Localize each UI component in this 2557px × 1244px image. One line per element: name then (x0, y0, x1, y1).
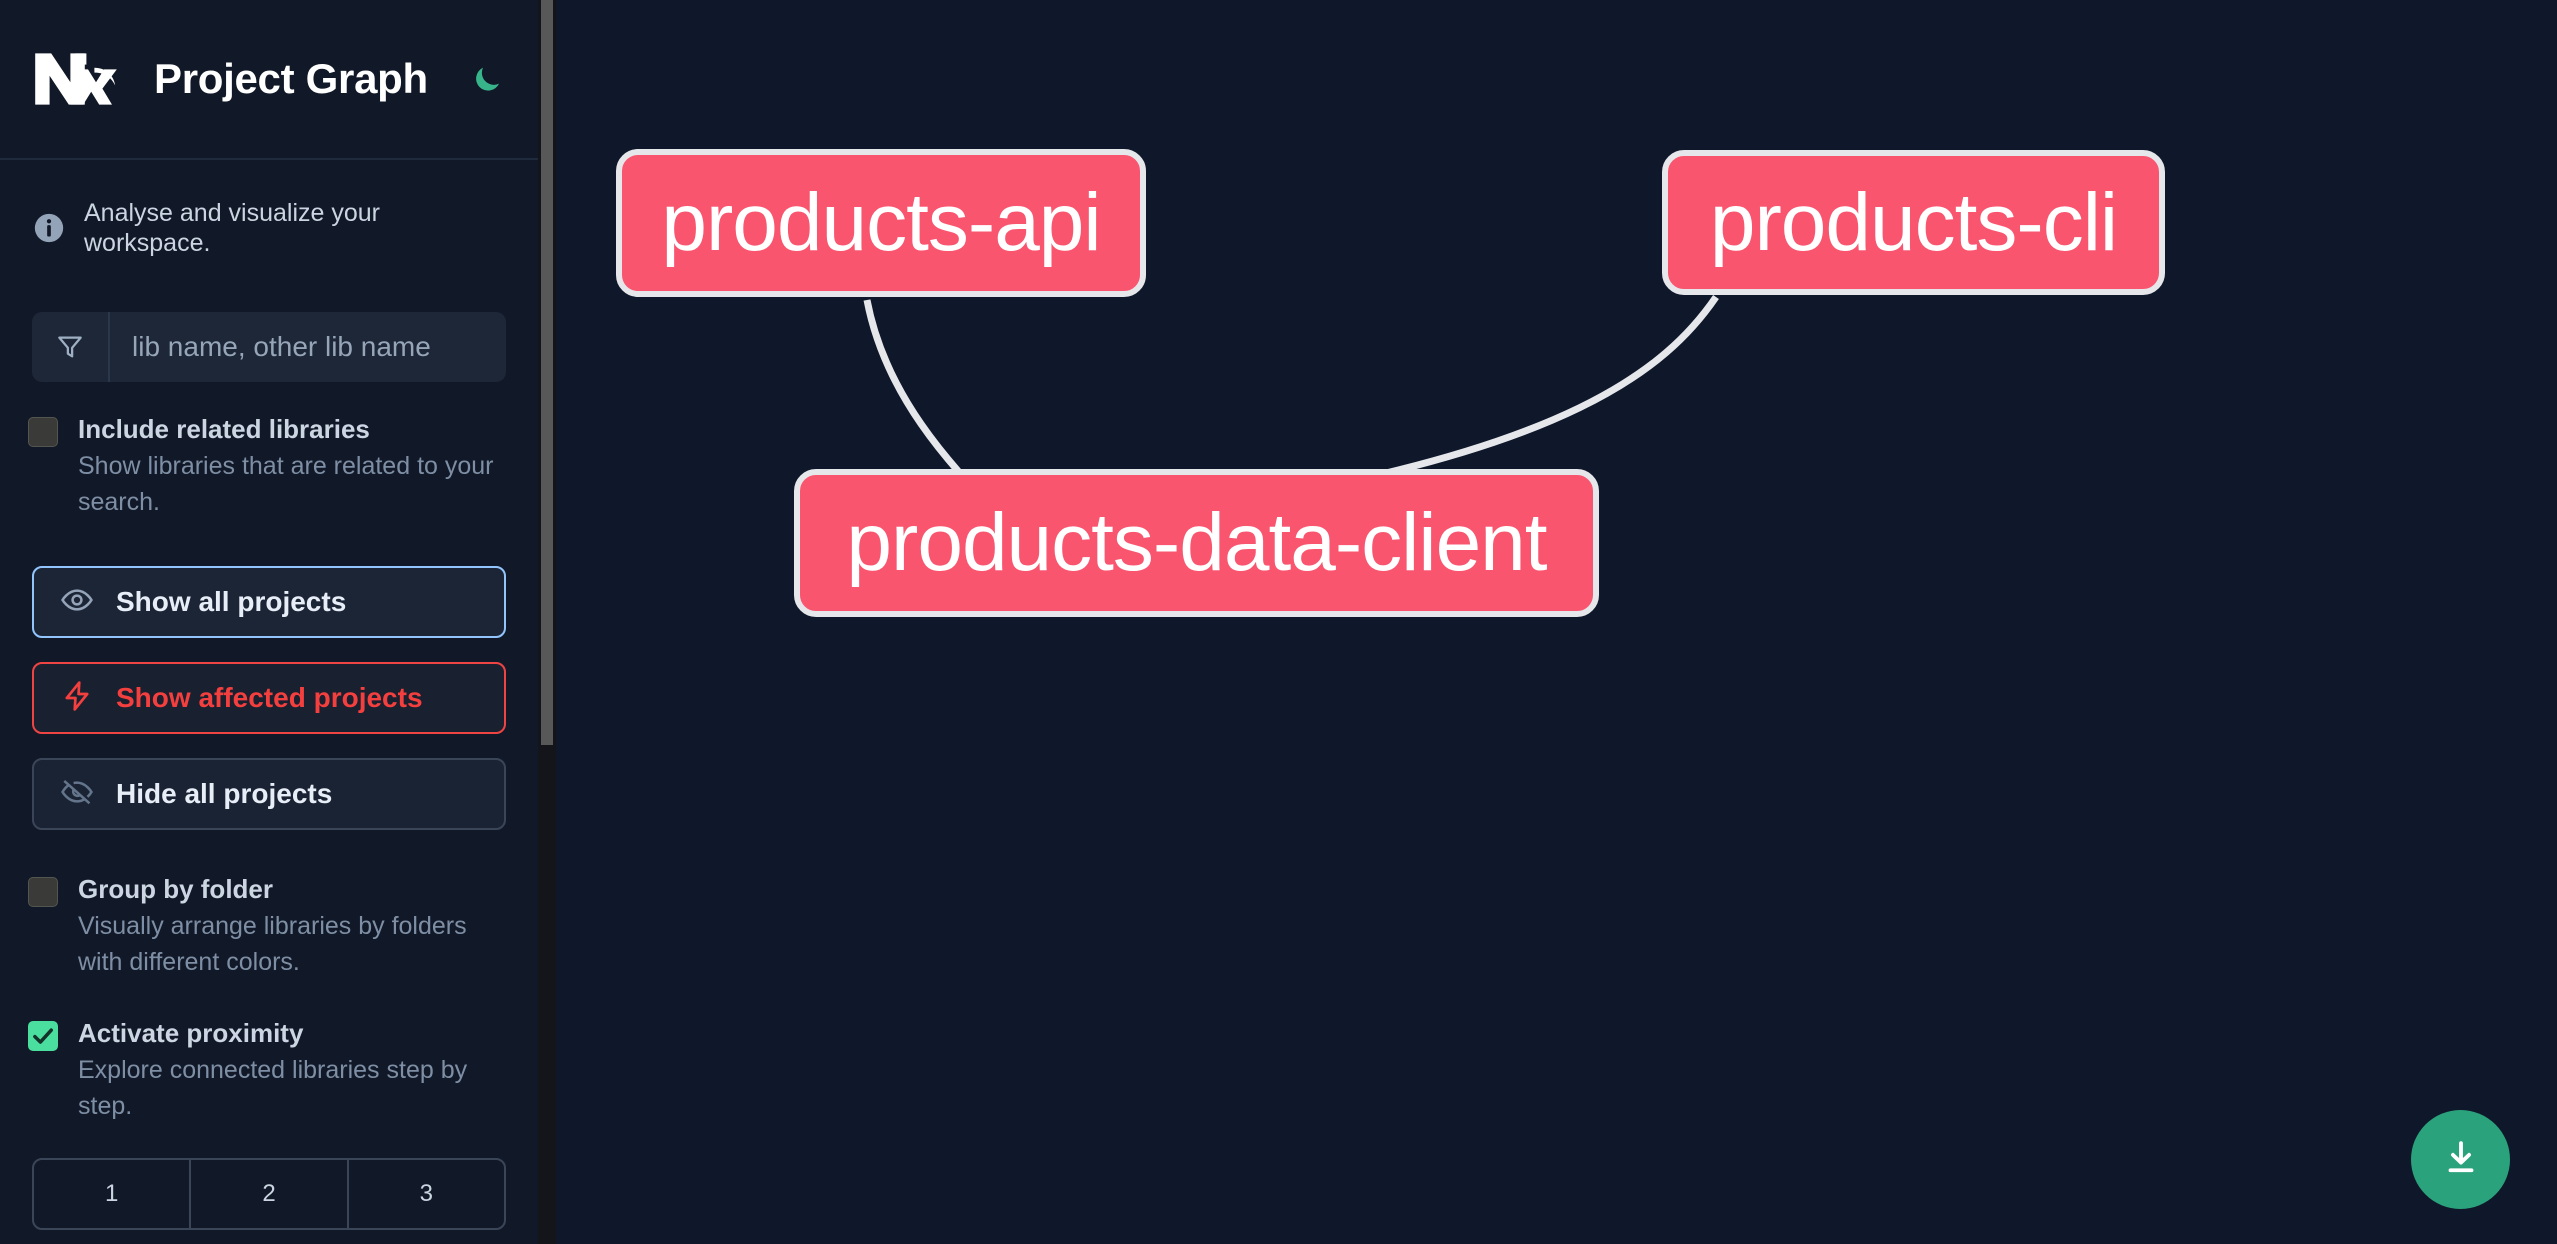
hide-all-projects-button[interactable]: Hide all projects (32, 758, 506, 831)
sidebar-body: Analyse and visualize your workspace. (0, 160, 538, 1244)
page-title: Project Graph (154, 55, 428, 102)
search-section (0, 258, 538, 382)
sidebar-header: Project Graph (0, 0, 538, 160)
filter-funnel-icon (32, 312, 110, 382)
show-affected-projects-label: Show affected projects (116, 682, 423, 714)
moon-icon[interactable] (468, 57, 506, 101)
search-input[interactable] (110, 312, 506, 382)
option-texts: Group by folder Visually arrange librari… (78, 872, 506, 980)
node-label: products-api (661, 177, 1101, 268)
include-related-libraries-checkbox[interactable] (28, 417, 58, 447)
proximity-step-2[interactable]: 2 (191, 1160, 349, 1229)
option-include-related-libraries[interactable]: Include related libraries Show libraries… (0, 382, 538, 520)
visibility-button-group: Show all projects Show affected projects (0, 520, 538, 831)
tagline-text: Analyse and visualize your workspace. (84, 199, 380, 257)
proximity-step-3[interactable]: 3 (419, 1180, 433, 1208)
option-description: Explore connected libraries step by step… (78, 1056, 468, 1120)
download-icon (2440, 1137, 2482, 1182)
group-by-folder-checkbox[interactable] (28, 877, 58, 908)
sidebar-scroll-region: Project Graph Analy (0, 0, 538, 1244)
show-affected-projects-button[interactable]: Show affected projects (32, 662, 506, 735)
download-graph-button[interactable] (2411, 1110, 2510, 1209)
proximity-step-group: 1 2 3 (0, 1124, 538, 1231)
show-all-projects-button[interactable]: Show all projects (32, 566, 506, 639)
option-texts: Include related libraries Show libraries… (78, 412, 506, 520)
eye-icon (60, 583, 94, 622)
proximity-step-1[interactable]: 1 (34, 1160, 192, 1229)
sidebar: Project Graph Analy (0, 0, 556, 1244)
tagline: Analyse and visualize your workspace. (0, 160, 538, 258)
search-box[interactable] (32, 312, 506, 382)
option-label: Activate proximity (78, 1018, 304, 1049)
node-label: products-cli (1709, 176, 2118, 268)
nx-logo-icon (32, 46, 128, 112)
eye-off-icon (60, 775, 94, 814)
lightning-icon (60, 679, 94, 718)
graph-node-products-data-client[interactable]: products-data-client (794, 469, 1599, 617)
sidebar-scrollbar-thumb[interactable] (541, 0, 553, 745)
hide-all-projects-label: Hide all projects (116, 778, 333, 810)
option-activate-proximity[interactable]: Activate proximity Explore connected lib… (0, 980, 538, 1124)
sidebar-scrollbar[interactable] (538, 0, 556, 1244)
activate-proximity-checkbox[interactable] (28, 1021, 58, 1052)
option-description: Visually arrange libraries by folders wi… (78, 912, 467, 976)
graph-node-products-cli[interactable]: products-cli (1662, 150, 2165, 295)
option-group-by-folder[interactable]: Group by folder Visually arrange librari… (0, 830, 538, 980)
node-label: products-data-client (846, 497, 1547, 588)
option-label: Include related libraries (78, 414, 370, 444)
show-all-projects-label: Show all projects (116, 586, 347, 618)
info-icon (32, 211, 66, 245)
graph-canvas[interactable]: products-api products-cli products-data-… (556, 0, 2557, 1244)
proximity-step-segments: 1 2 3 (32, 1158, 506, 1231)
option-description: Show libraries that are related to your … (78, 452, 494, 516)
option-label: Group by folder (78, 874, 273, 905)
graph-node-products-api[interactable]: products-api (616, 149, 1146, 297)
option-texts: Activate proximity Explore connected lib… (78, 1016, 506, 1124)
